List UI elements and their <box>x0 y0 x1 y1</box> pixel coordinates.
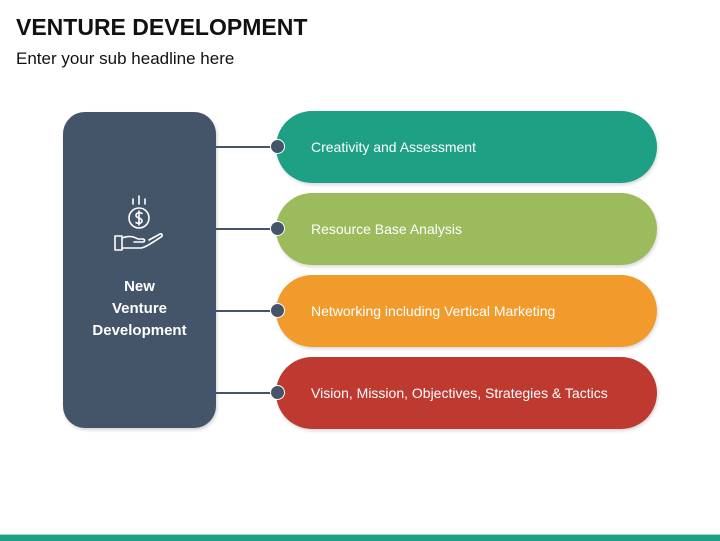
item-label: Resource Base Analysis <box>311 221 462 237</box>
item-networking: Networking including Vertical Marketing <box>276 275 657 347</box>
item-vision-mission: Vision, Mission, Objectives, Strategies … <box>276 357 657 429</box>
footer-bar <box>0 534 720 541</box>
item-label: Vision, Mission, Objectives, Strategies … <box>311 385 608 401</box>
hub-label: New Venture Development <box>63 276 216 342</box>
item-resource-base-analysis: Resource Base Analysis <box>276 193 657 265</box>
page-title: VENTURE DEVELOPMENT <box>16 14 308 40</box>
connector-dot <box>270 385 285 400</box>
connector-dot <box>270 139 285 154</box>
connector-line <box>216 146 278 148</box>
connector-dot <box>270 303 285 318</box>
item-creativity-assessment: Creativity and Assessment <box>276 111 657 183</box>
hub-label-line: New <box>124 278 155 295</box>
hub-box: New Venture Development <box>63 112 216 428</box>
connector-line <box>216 228 278 230</box>
connector-line <box>216 392 278 394</box>
page-subtitle: Enter your sub headline here <box>16 49 235 68</box>
hub-label-line: Development <box>92 322 187 339</box>
item-label: Networking including Vertical Marketing <box>311 303 556 319</box>
hand-holding-dollar-coin-icon <box>114 195 163 251</box>
connector-dot <box>270 221 285 236</box>
item-label: Creativity and Assessment <box>311 139 476 155</box>
connector-line <box>216 310 278 312</box>
hub-label-line: Venture <box>111 300 168 317</box>
